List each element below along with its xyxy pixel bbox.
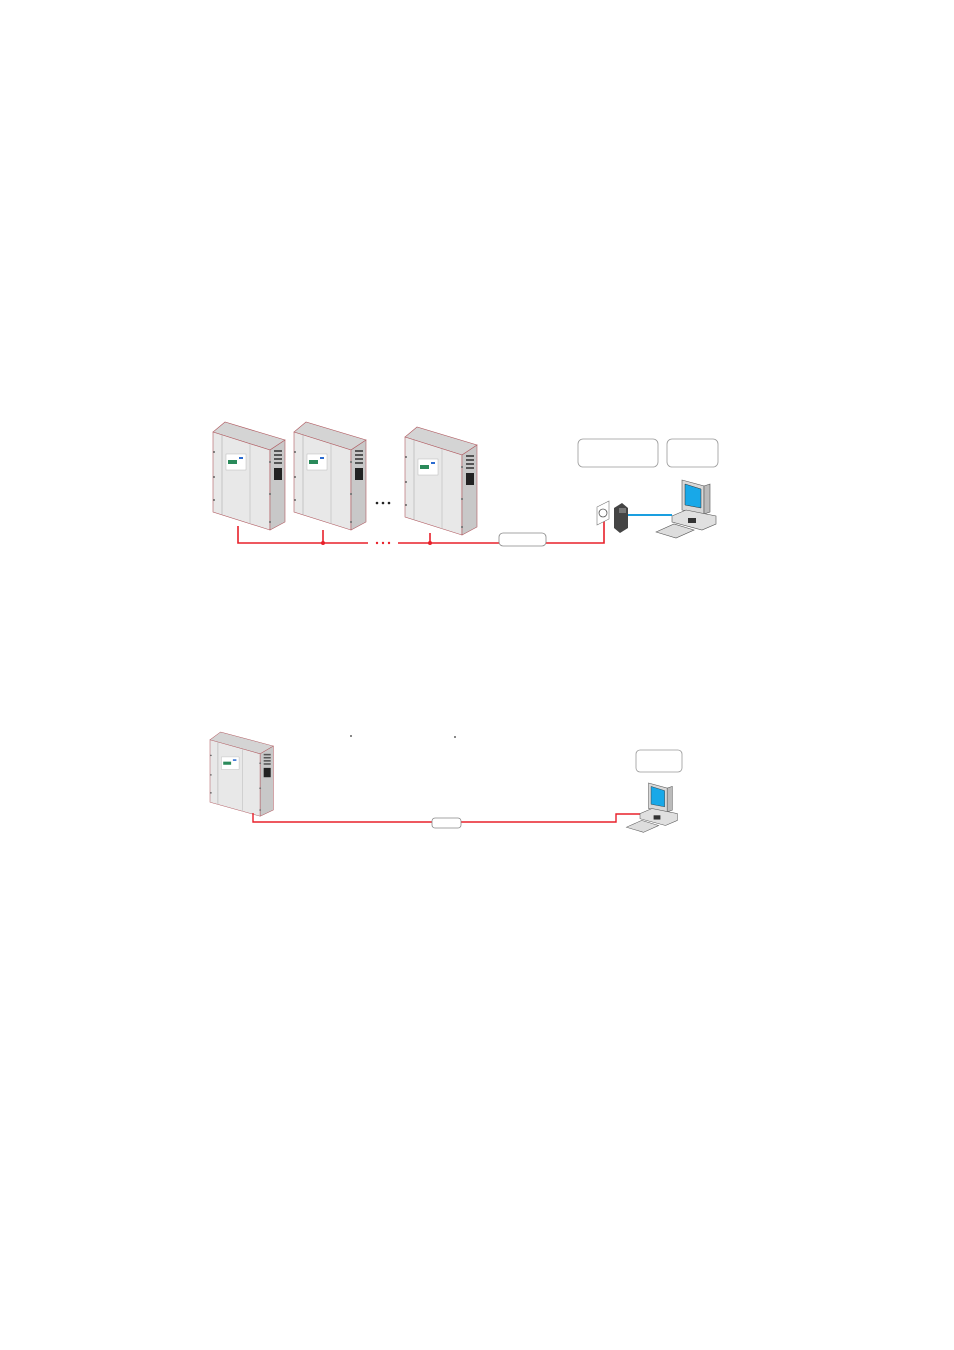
cable-label-box (498, 532, 547, 547)
marker-dots (350, 735, 456, 738)
inverter-1 (212, 421, 286, 531)
inverter-2 (293, 421, 367, 531)
rs485-bus (237, 520, 605, 544)
cable-label-box (431, 817, 462, 829)
ellipsis-icon (375, 501, 391, 505)
rs485-cable (252, 813, 640, 823)
wall-socket-icon (596, 500, 610, 526)
computer-icon (625, 782, 678, 833)
inverter-single (209, 731, 274, 817)
powerline-adapter-icon (614, 503, 628, 533)
label-box-3 (635, 749, 683, 773)
inverter-n (404, 426, 478, 536)
computer-icon (655, 479, 717, 539)
label-box-1 (577, 438, 659, 468)
label-box-2 (666, 438, 719, 468)
bus-ellipsis-icon (321, 541, 432, 545)
